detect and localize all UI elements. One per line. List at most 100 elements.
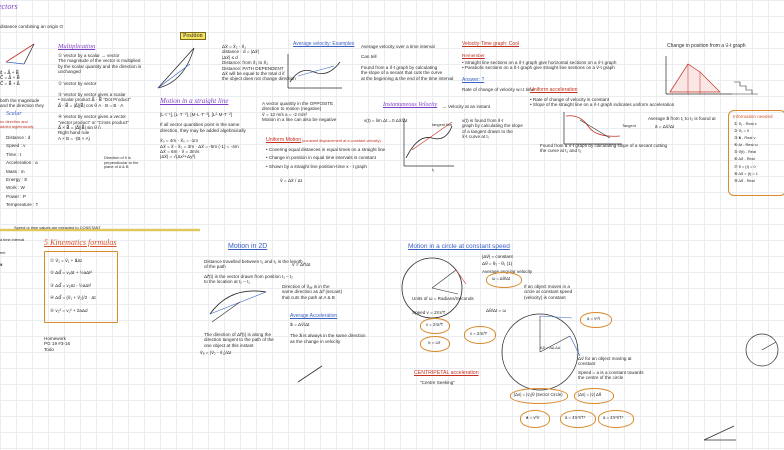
list-item: of a tangent drawn to the — [462, 128, 513, 134]
list-item: direction to motion (negative) — [262, 106, 322, 112]
list-item: Can tell — [361, 54, 377, 60]
motion-2d-title: Motion in 2D — [228, 243, 268, 250]
scalar-sub-line: added algebraically — [0, 123, 34, 129]
uniform-motion-title: Uniform Motion — [266, 137, 302, 143]
list-item: • Scalar product A⃗ · B⃗ "Dot Product" — [58, 97, 131, 103]
uniform-accel-line: Found from a v⃗-t graph by calculating s… — [540, 143, 668, 148]
cloud-omega — [486, 272, 522, 288]
list-item: Power : P — [6, 193, 26, 199]
avg-velocity-graph — [287, 54, 342, 89]
list-item: ② v⃗₀ = 0 — [734, 128, 750, 134]
answer-title: Answer: ? — [462, 77, 485, 83]
cloud-speed — [420, 318, 450, 334]
vector-note-line: both the magnitude — [0, 98, 40, 103]
kinematics-left-fragments: a time interval ent a⃗ — [0, 237, 25, 268]
circle-line: Speed = a is a constant towards — [578, 369, 644, 375]
vectors-title: ectors — [0, 2, 18, 11]
uniform-accel-top: • Rate of change of velocity is constant… — [530, 97, 674, 108]
accel-2d-arrow — [297, 365, 323, 383]
instantaneous-sub: → Velocity at an instant — [442, 104, 491, 109]
motion-2d-line: The direction of Δr⃗(t) is along the — [204, 332, 272, 337]
list-item: by the scalar quantity and the direction… — [58, 63, 142, 69]
uniform-v-formula: v⃗ = Δx⃗ / Δt — [280, 178, 302, 183]
cloud-ac3 — [598, 410, 634, 428]
fragment-line: a time interval — [0, 237, 25, 242]
list-item: A⃗ × B⃗ = |A⃗||B⃗| sin θ n̂ — [58, 125, 101, 131]
scalar-sub-line: no direction and — [0, 119, 28, 124]
list-item: Time : t — [6, 151, 22, 157]
position-title: Position — [180, 32, 206, 41]
uniform-list: • Covering equal distances in equal time… — [266, 147, 385, 172]
list-item: Found from a x⃗-t graph by calculating — [361, 64, 438, 70]
motion-2d-line: to the location at t₂ – t₁ — [204, 279, 250, 285]
cloud-v2 — [464, 326, 496, 344]
velocity-vector-sketch — [703, 425, 736, 441]
vavg-note-line: Direction of v⃗ₐᵥ is in the — [282, 284, 330, 289]
vector-sum-eq: s⃗ = A⃗ + B⃗ — [0, 70, 19, 75]
uniform-accel-line: • Rate of change of velocity is constant — [530, 97, 609, 102]
list-item: ② Vector by vector — [58, 80, 97, 86]
change-position-graph — [665, 56, 758, 95]
list-item: x⃗₀ = 4m · x⃗₀ = -1m — [160, 138, 199, 144]
list-item: • Change in position in equal time inter… — [266, 155, 376, 161]
cloud-sector-text: |Δv⃗| = |v⃗₁|θ (Sector Circle) — [514, 392, 563, 397]
tangent-label: Tangent — [622, 123, 636, 128]
list-item: ③ Δd⃗ = v₂Δt - ½aΔt² — [50, 282, 92, 288]
motion-2d-top: Distance travelled between t₁ and t₂ is … — [204, 259, 303, 285]
circle-line: Δv⃗ for an object moving at — [578, 356, 632, 361]
omega-units: Units of ω = Radians/Seconds — [412, 296, 474, 301]
avg-accel-2d-line: The a⃗ is always in the same direction — [290, 333, 366, 339]
motion-line-list: [L·t⁻¹], [L·T⁻²], [M·L·T⁻²], [L²·M·T⁻²]I… — [160, 112, 246, 160]
list-item: • Straight line sections on a x⃗-t graph… — [462, 60, 617, 65]
list-item: ④ Δd⃗ = (v⃗₁ + v⃗₂)/2 · Δt — [50, 295, 96, 301]
speed-formula: Speed v = 2πr/T — [412, 310, 446, 315]
list-item: Temperature : T — [6, 202, 39, 208]
avg-accel-2d: a⃗ = Δv⃗/Δt The a⃗ is always in the same… — [290, 322, 366, 344]
avg-velocity-title: Average velocity: Examples — [293, 41, 355, 47]
vavg-note-line: that cuts the path at A & B — [282, 294, 335, 300]
fragment-line: ent — [0, 249, 6, 255]
list-item: ① v⃗₂ = v⃗₁ + a⃗Δt — [50, 258, 82, 263]
circle-sketch-right — [745, 333, 779, 367]
motion-2d-line: direction tangent to the path of the — [204, 337, 274, 343]
cloud-ac2-text: a = 4π²r/T² — [565, 415, 586, 420]
list-item: [L·t⁻¹], [L·T⁻²], [M·L·T⁻²], [L²·M·T⁻²] — [160, 112, 232, 117]
cross-note-line: Direction of n̂ is — [104, 155, 131, 160]
circle-center-note: Δv⃗ = ΔΔ ΔΔ — [540, 345, 561, 350]
list-item: ④ Δt - Real ω — [734, 142, 758, 148]
motion-line-title: Motion in a straight line — [160, 97, 229, 105]
list-item: "vector product" or "Cross product" — [58, 119, 129, 125]
homework-notes: Homework PG 19 #3-16 Todo — [44, 336, 70, 352]
cloud-speed-text: v = 2πr/T — [426, 322, 444, 327]
velocity-time-title: Velocity-Time graph: Cool — [462, 41, 520, 47]
list-item: v⃗ = 12 m/s a = -2 m/s² — [262, 111, 308, 117]
t1-label: t₁ — [432, 167, 435, 172]
cloud-a-text: a = v²/r — [587, 316, 601, 321]
list-item: the slope of a secant that cuts the curv… — [361, 70, 443, 76]
velocity-time-remember: Remember — [462, 53, 485, 58]
list-item: ⑨ Δx⃗ - Real — [734, 177, 755, 183]
list-item: ① Vector by a scalar → vector — [58, 53, 120, 58]
list-item: Mass : m — [6, 168, 25, 174]
list-item: at the beginning & the end of the time i… — [361, 75, 454, 81]
kinematics-title: 5 Kinematics formulas — [44, 238, 117, 247]
centripetal-title: CENTRIPETAL acceleration — [414, 370, 479, 376]
list-item: • Parabolic sections on a x⃗-t graph giv… — [462, 65, 615, 71]
list-item: Motion in a line can also be negative — [262, 117, 337, 123]
change-position-title: Change in position from a v⃗-t graph — [667, 43, 746, 49]
list-item: Work : W — [6, 185, 25, 191]
circle-line: |Δv⃗| = constant — [482, 254, 513, 259]
fragment-line: a⃗ — [0, 262, 3, 268]
circle-line: (velocity) is constant — [524, 294, 566, 300]
cross-note-line: perpendicular to the — [104, 159, 139, 165]
list-item: Right hand rule — [58, 130, 90, 136]
scalar-title: Scalar — [6, 111, 22, 117]
dtheta-dt: Δθ/Δt = ω — [486, 308, 507, 313]
list-item: A⃗ · B⃗ = |A⃗||B⃗| cos θ A · B = B · A — [58, 102, 124, 108]
list-item: Δx⃗ = 6m · v⃗ = 3m/s — [160, 149, 200, 155]
motion-2d-line: Distance travelled between t₁ and t₂ is … — [204, 259, 303, 264]
